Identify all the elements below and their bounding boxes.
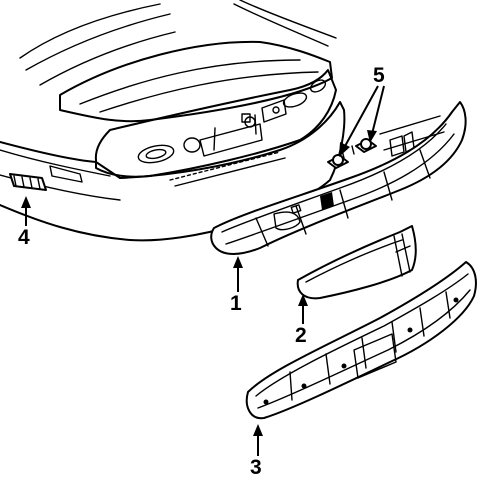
part-2-side-lens: [296, 225, 417, 300]
callout-1: 1: [230, 292, 242, 315]
callout-leaders: [21, 85, 385, 456]
callout-3: 3: [250, 456, 262, 479]
part-5-bulb-sockets: [327, 138, 377, 169]
part-3-bezel: [245, 261, 477, 420]
part-1-tail-lamp-assembly: [210, 101, 467, 255]
callout-2: 2: [295, 324, 307, 347]
callout-5: 5: [373, 64, 385, 87]
part-4-side-marker-lamp: [9, 173, 47, 191]
callout-4: 4: [18, 226, 30, 249]
